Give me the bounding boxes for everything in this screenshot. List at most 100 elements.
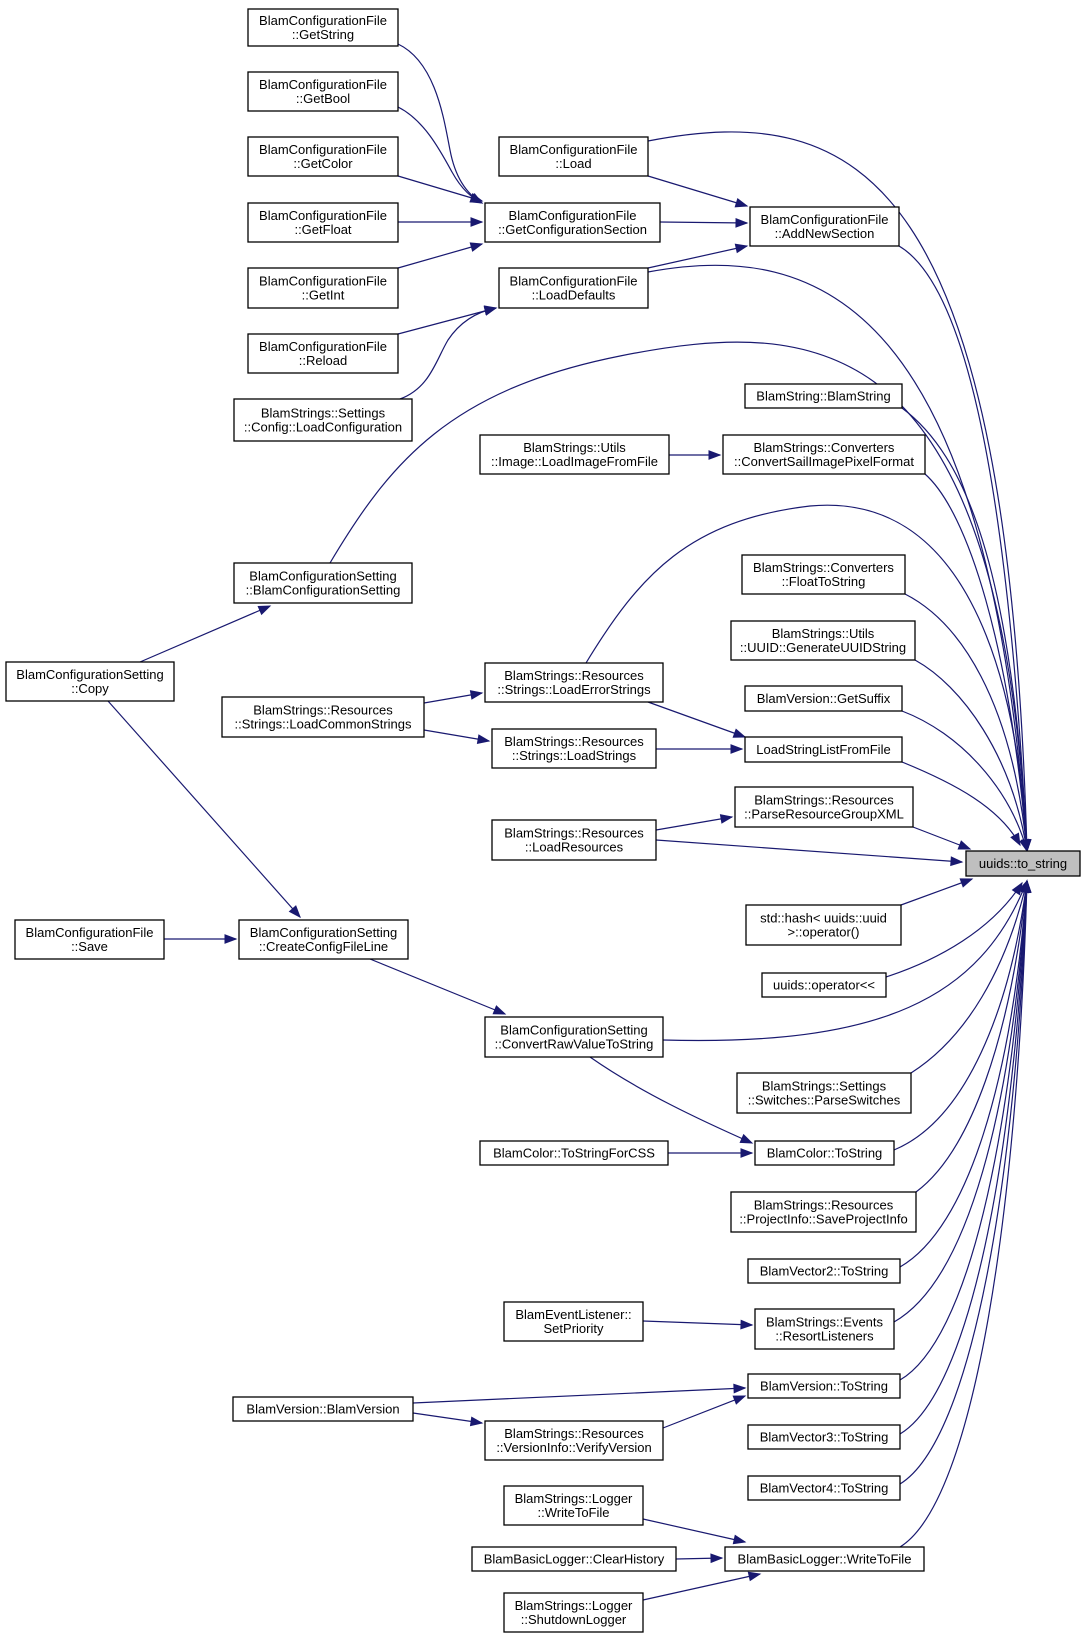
- node-logger-writetofile[interactable]: BlamStrings::Logger::WriteToFile: [503, 1485, 644, 1526]
- node-cf-load-box[interactable]: [498, 136, 649, 177]
- node-res-loadresources[interactable]: BlamStrings::Resources::LoadResources: [491, 819, 657, 861]
- node-cf-getint-box[interactable]: [247, 267, 399, 309]
- node-loadstringlist[interactable]: LoadStringListFromFile: [744, 736, 903, 763]
- node-version-tostring[interactable]: BlamVersion::ToString: [747, 1373, 901, 1399]
- node-color-tostring[interactable]: BlamColor::ToString: [754, 1140, 895, 1166]
- node-cs-copy-box[interactable]: [5, 661, 175, 702]
- node-res-loadresources-box[interactable]: [491, 819, 657, 861]
- node-color-css[interactable]: BlamColor::ToStringForCSS: [479, 1140, 669, 1166]
- node-color-tostring-box[interactable]: [754, 1140, 895, 1166]
- node-res-loadstrings-box[interactable]: [491, 728, 657, 769]
- node-settings-parseswitches-box[interactable]: [736, 1072, 912, 1114]
- node-res-loadcommon[interactable]: BlamStrings::Resources::Strings::LoadCom…: [221, 696, 425, 738]
- node-evt-resort-box[interactable]: [754, 1308, 895, 1350]
- node-logger-shutdown-box[interactable]: [503, 1592, 644, 1633]
- node-res-parsexml-box[interactable]: [734, 786, 914, 828]
- node-cf-getstring[interactable]: BlamConfigurationFile::GetString: [247, 8, 399, 47]
- node-version-ctor-box[interactable]: [232, 1396, 414, 1422]
- node-utils-uuid-box[interactable]: [730, 620, 916, 661]
- edge-cf-loaddefaults-to-cf-addnewsection-arrowhead: [734, 243, 749, 254]
- edge-logger-shutdown-to-basiclogger-write: [642, 1571, 762, 1601]
- node-conv-sail-box[interactable]: [722, 434, 926, 475]
- node-res-loadresources-label-1: BlamStrings::Resources: [504, 826, 644, 841]
- node-loadstringlist-box[interactable]: [744, 736, 903, 763]
- node-res-saveproject[interactable]: BlamStrings::Resources::ProjectInfo::Sav…: [730, 1191, 917, 1233]
- node-cf-load[interactable]: BlamConfigurationFile::Load: [498, 136, 649, 177]
- node-cs-ctor-box[interactable]: [233, 562, 413, 604]
- node-cf-loaddefaults[interactable]: BlamConfigurationFile::LoadDefaults: [498, 267, 649, 309]
- node-res-saveproject-box[interactable]: [730, 1191, 917, 1233]
- node-cs-copy[interactable]: BlamConfigurationSetting::Copy: [5, 661, 175, 702]
- node-vector2-box[interactable]: [747, 1258, 901, 1284]
- node-logger-writetofile-box[interactable]: [503, 1485, 644, 1526]
- node-cf-getbool[interactable]: BlamConfigurationFile::GetBool: [247, 71, 399, 112]
- node-basiclogger-clear[interactable]: BlamBasicLogger::ClearHistory: [471, 1546, 677, 1572]
- node-blamstring[interactable]: BlamString::BlamString: [744, 383, 903, 409]
- node-settings-loadconfig-box[interactable]: [233, 398, 413, 442]
- node-uuids-op-box[interactable]: [761, 972, 887, 998]
- node-cf-addnewsection-box[interactable]: [749, 206, 900, 247]
- node-cf-reload[interactable]: BlamConfigurationFile::Reload: [247, 333, 399, 374]
- node-settings-loadconfig[interactable]: BlamStrings::Settings::Config::LoadConfi…: [233, 398, 413, 442]
- node-cf-getcolor-box[interactable]: [247, 136, 399, 177]
- node-cf-getconfigsection[interactable]: BlamConfigurationFile::GetConfigurationS…: [484, 202, 661, 243]
- node-cf-save-box[interactable]: [14, 919, 165, 960]
- node-uuids-op[interactable]: uuids::operator<<: [761, 972, 887, 998]
- node-cs-ctor[interactable]: BlamConfigurationSetting::BlamConfigurat…: [233, 562, 413, 604]
- node-utils-loadimage-box[interactable]: [479, 434, 670, 475]
- node-vector2[interactable]: BlamVector2::ToString: [747, 1258, 901, 1284]
- node-version-getsuffix-box[interactable]: [744, 685, 903, 712]
- node-color-css-box[interactable]: [479, 1140, 669, 1166]
- node-version-ctor[interactable]: BlamVersion::BlamVersion: [232, 1396, 414, 1422]
- node-vector4-box[interactable]: [747, 1475, 901, 1501]
- node-std-hash-box[interactable]: [745, 904, 902, 946]
- node-vector4[interactable]: BlamVector4::ToString: [747, 1475, 901, 1501]
- node-blamstring-box[interactable]: [744, 383, 903, 409]
- node-cf-getconfigsection-box[interactable]: [484, 202, 661, 243]
- node-conv-float[interactable]: BlamStrings::Converters::FloatToString: [741, 554, 906, 595]
- node-evt-setpriority[interactable]: BlamEventListener::SetPriority: [503, 1301, 644, 1342]
- edge-utils-uuid-to-to-string-line: [914, 659, 1028, 852]
- edge-layer: [107, 43, 1032, 1601]
- node-cf-getfloat-box[interactable]: [247, 202, 399, 243]
- node-cf-getfloat[interactable]: BlamConfigurationFile::GetFloat: [247, 202, 399, 243]
- node-cf-getstring-box[interactable]: [247, 8, 399, 47]
- node-basiclogger-clear-box[interactable]: [471, 1546, 677, 1572]
- node-res-loaderror-box[interactable]: [484, 662, 664, 703]
- node-version-tostring-box[interactable]: [747, 1373, 901, 1399]
- node-vector2-label-1: BlamVector2::ToString: [760, 1264, 889, 1279]
- node-version-getsuffix[interactable]: BlamVersion::GetSuffix: [744, 685, 903, 712]
- node-evt-resort[interactable]: BlamStrings::Events::ResortListeners: [754, 1308, 895, 1350]
- node-settings-parseswitches[interactable]: BlamStrings::Settings::Switches::ParseSw…: [736, 1072, 912, 1114]
- node-res-parsexml[interactable]: BlamStrings::Resources::ParseResourceGro…: [734, 786, 914, 828]
- node-to-string-box[interactable]: [965, 850, 1081, 877]
- node-utils-uuid[interactable]: BlamStrings::Utils::UUID::GenerateUUIDSt…: [730, 620, 916, 661]
- node-vector3[interactable]: BlamVector3::ToString: [747, 1424, 901, 1450]
- node-evt-setpriority-box[interactable]: [503, 1301, 644, 1342]
- node-cs-convertraw-box[interactable]: [484, 1016, 664, 1058]
- node-res-loadstrings[interactable]: BlamStrings::Resources::Strings::LoadStr…: [491, 728, 657, 769]
- node-cs-createline[interactable]: BlamConfigurationSetting::CreateConfigFi…: [238, 919, 409, 960]
- node-vector3-box[interactable]: [747, 1424, 901, 1450]
- node-res-loaderror[interactable]: BlamStrings::Resources::Strings::LoadErr…: [484, 662, 664, 703]
- node-logger-shutdown[interactable]: BlamStrings::Logger::ShutdownLogger: [503, 1592, 644, 1633]
- node-std-hash[interactable]: std::hash< uuids::uuid >::operator(): [745, 904, 902, 946]
- node-utils-loadimage[interactable]: BlamStrings::Utils::Image::LoadImageFrom…: [479, 434, 670, 475]
- node-cs-convertraw[interactable]: BlamConfigurationSetting::ConvertRawValu…: [484, 1016, 664, 1058]
- node-cf-loaddefaults-box[interactable]: [498, 267, 649, 309]
- node-cf-getbool-box[interactable]: [247, 71, 399, 112]
- node-basiclogger-write-box[interactable]: [724, 1546, 925, 1572]
- node-res-verifyversion[interactable]: BlamStrings::Resources::VersionInfo::Ver…: [484, 1420, 664, 1461]
- node-to-string[interactable]: uuids::to_string: [965, 850, 1081, 877]
- node-res-verifyversion-box[interactable]: [484, 1420, 664, 1461]
- node-cf-reload-box[interactable]: [247, 333, 399, 374]
- node-cf-getcolor[interactable]: BlamConfigurationFile::GetColor: [247, 136, 399, 177]
- node-cs-createline-box[interactable]: [238, 919, 409, 960]
- node-basiclogger-write[interactable]: BlamBasicLogger::WriteToFile: [724, 1546, 925, 1572]
- node-cf-save[interactable]: BlamConfigurationFile::Save: [14, 919, 165, 960]
- node-cf-addnewsection[interactable]: BlamConfigurationFile::AddNewSection: [749, 206, 900, 247]
- node-conv-float-box[interactable]: [741, 554, 906, 595]
- node-conv-sail[interactable]: BlamStrings::Converters::ConvertSailImag…: [722, 434, 926, 475]
- node-res-loadcommon-box[interactable]: [221, 696, 425, 738]
- node-cf-getint[interactable]: BlamConfigurationFile::GetInt: [247, 267, 399, 309]
